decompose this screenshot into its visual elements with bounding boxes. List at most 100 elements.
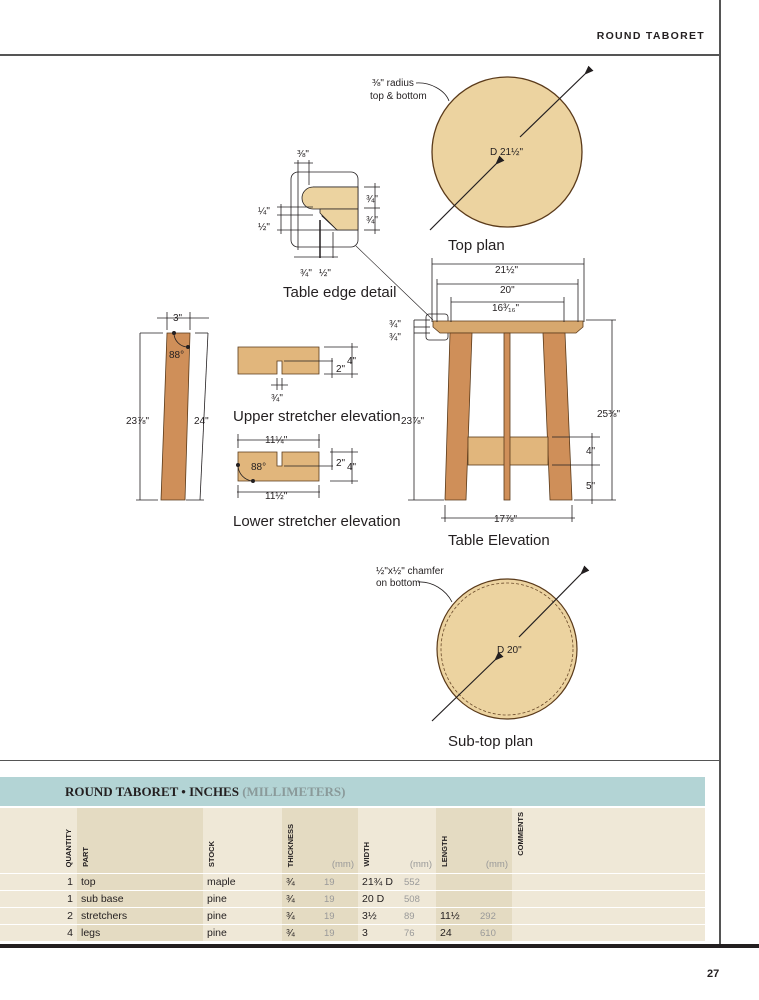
subtop-diameter: D 20": [497, 645, 522, 656]
cell-qty: 2: [0, 908, 77, 925]
tabletop-circle: [431, 76, 583, 228]
cell-length: [436, 891, 476, 908]
dim-label: 4": [347, 356, 357, 367]
dim-label: 25⅜": [597, 409, 620, 420]
cell-part: top: [77, 874, 203, 891]
col-mm: (mm): [409, 859, 432, 870]
cell-length-mm: [476, 874, 512, 891]
cell-stock: pine: [203, 891, 282, 908]
dim-label: 88°: [251, 462, 266, 473]
cell-comments: [512, 891, 705, 908]
upper-stretcher-elevation: [237, 343, 358, 390]
cell-length-mm: 292: [476, 908, 512, 925]
cell-length: 11½: [436, 908, 476, 925]
col-thickness: THICKNESS: [286, 823, 295, 867]
plans-drawing: ⅜" radius top & bottom D 21½" Top plan ⅜…: [126, 65, 620, 750]
cell-comments: [512, 925, 705, 942]
dim-label: 2": [336, 458, 346, 469]
cell-thickness: ¾: [282, 891, 320, 908]
header-rule: [0, 54, 721, 56]
page-number: 27: [707, 968, 720, 980]
dim-label: 5": [586, 481, 596, 492]
table-row: 4 legs pine ¾ 19 3 76 24 610: [0, 925, 705, 942]
cutlist-title: ROUND TABORET • INCHES: [65, 784, 239, 799]
lower-stretcher-caption: Lower stretcher elevation: [233, 513, 401, 530]
cell-qty: 4: [0, 925, 77, 942]
dim-label: 16³⁄₁₆": [492, 303, 520, 314]
cell-width: 3: [358, 925, 400, 942]
cell-thickness: ¾: [282, 925, 320, 942]
cell-thickness-mm: 19: [320, 908, 358, 925]
footer-rule: [0, 944, 759, 948]
cell-part: stretchers: [77, 908, 203, 925]
cell-length: [436, 874, 476, 891]
dim-label: ¾": [300, 268, 312, 279]
sub-top-plan: [417, 565, 590, 722]
cell-length: 24: [436, 925, 476, 942]
dim-label: ¾": [271, 393, 283, 404]
upper-stretcher-caption: Upper stretcher elevation: [233, 408, 401, 425]
edge-detail-caption: Table edge detail: [283, 284, 396, 301]
drawing-bottom-rule: [0, 760, 721, 761]
dim-label: 17⅞": [494, 514, 517, 525]
dim-label: ⅜": [297, 149, 309, 160]
dim-label: 21½": [495, 265, 518, 276]
col-part: PART: [81, 847, 90, 867]
lower-stretcher-elevation: [235, 434, 358, 498]
margin-rule: [719, 0, 721, 946]
cell-stock: pine: [203, 908, 282, 925]
cell-thickness: ¾: [282, 908, 320, 925]
cell-width: 3½: [358, 908, 400, 925]
subtop-note: on bottom: [376, 578, 420, 589]
cell-width-mm: 508: [400, 891, 436, 908]
dim-label: 88°: [169, 350, 184, 361]
table-row: 1 sub base pine ¾ 19 20 D 508: [0, 891, 705, 908]
cell-width: 20 D: [358, 891, 400, 908]
top-plan-diameter: D 21½": [490, 147, 523, 158]
cutlist-title-bar: ROUND TABORET • INCHES (MILLIMETERS): [0, 777, 705, 806]
dim-label: ½": [258, 222, 270, 233]
table-edge-detail: [277, 160, 434, 321]
dim-label: ¾": [366, 215, 378, 226]
cell-comments: [512, 908, 705, 925]
elevation-caption: Table Elevation: [448, 532, 550, 549]
cell-qty: 1: [0, 874, 77, 891]
dim-label: 3": [173, 313, 183, 324]
cell-width-mm: 552: [400, 874, 436, 891]
subtop-caption: Sub-top plan: [448, 733, 533, 750]
cell-comments: [512, 874, 705, 891]
cell-part: sub base: [77, 891, 203, 908]
table-header-row: QUANTITY PART STOCK THICKNESS (mm) WIDTH…: [0, 808, 705, 874]
col-length: LENGTH: [440, 836, 449, 867]
top-plan-note: top & bottom: [370, 91, 427, 102]
col-comments: COMMENTS: [516, 812, 525, 856]
table-row: 2 stretchers pine ¾ 19 3½ 89 11½ 292: [0, 908, 705, 925]
running-header: ROUND TABORET: [596, 30, 705, 42]
cell-qty: 1: [0, 891, 77, 908]
dim-label: 4": [347, 462, 357, 473]
cell-thickness: ¾: [282, 874, 320, 891]
cell-thickness-mm: 19: [320, 925, 358, 942]
top-plan-note: ⅜" radius: [372, 78, 414, 89]
cell-stock: pine: [203, 925, 282, 942]
top-plan: [415, 65, 594, 231]
cell-length-mm: 610: [476, 925, 512, 942]
dim-label: 11¼": [265, 434, 288, 446]
top-plan-caption: Top plan: [448, 237, 505, 254]
dim-label: 2": [336, 364, 346, 375]
dim-label: ¾": [389, 332, 401, 343]
subtop-note: ½"x½" chamfer: [376, 566, 444, 577]
dim-label: 24": [194, 416, 209, 427]
dim-label: ½": [319, 268, 331, 279]
cell-thickness-mm: 19: [320, 891, 358, 908]
table-elevation: [408, 258, 616, 522]
dim-label: ¾": [389, 319, 401, 330]
col-mm: (mm): [331, 859, 354, 870]
cutlist-title-units: (MILLIMETERS): [242, 784, 346, 799]
dim-label: 23⅞": [401, 416, 424, 427]
table-row: 1 top maple ¾ 19 21¾ D 552: [0, 874, 705, 891]
col-stock: STOCK: [207, 840, 216, 867]
dim-label: ¼": [258, 205, 270, 217]
dim-label: 20": [500, 285, 515, 296]
col-mm: (mm): [485, 859, 508, 870]
